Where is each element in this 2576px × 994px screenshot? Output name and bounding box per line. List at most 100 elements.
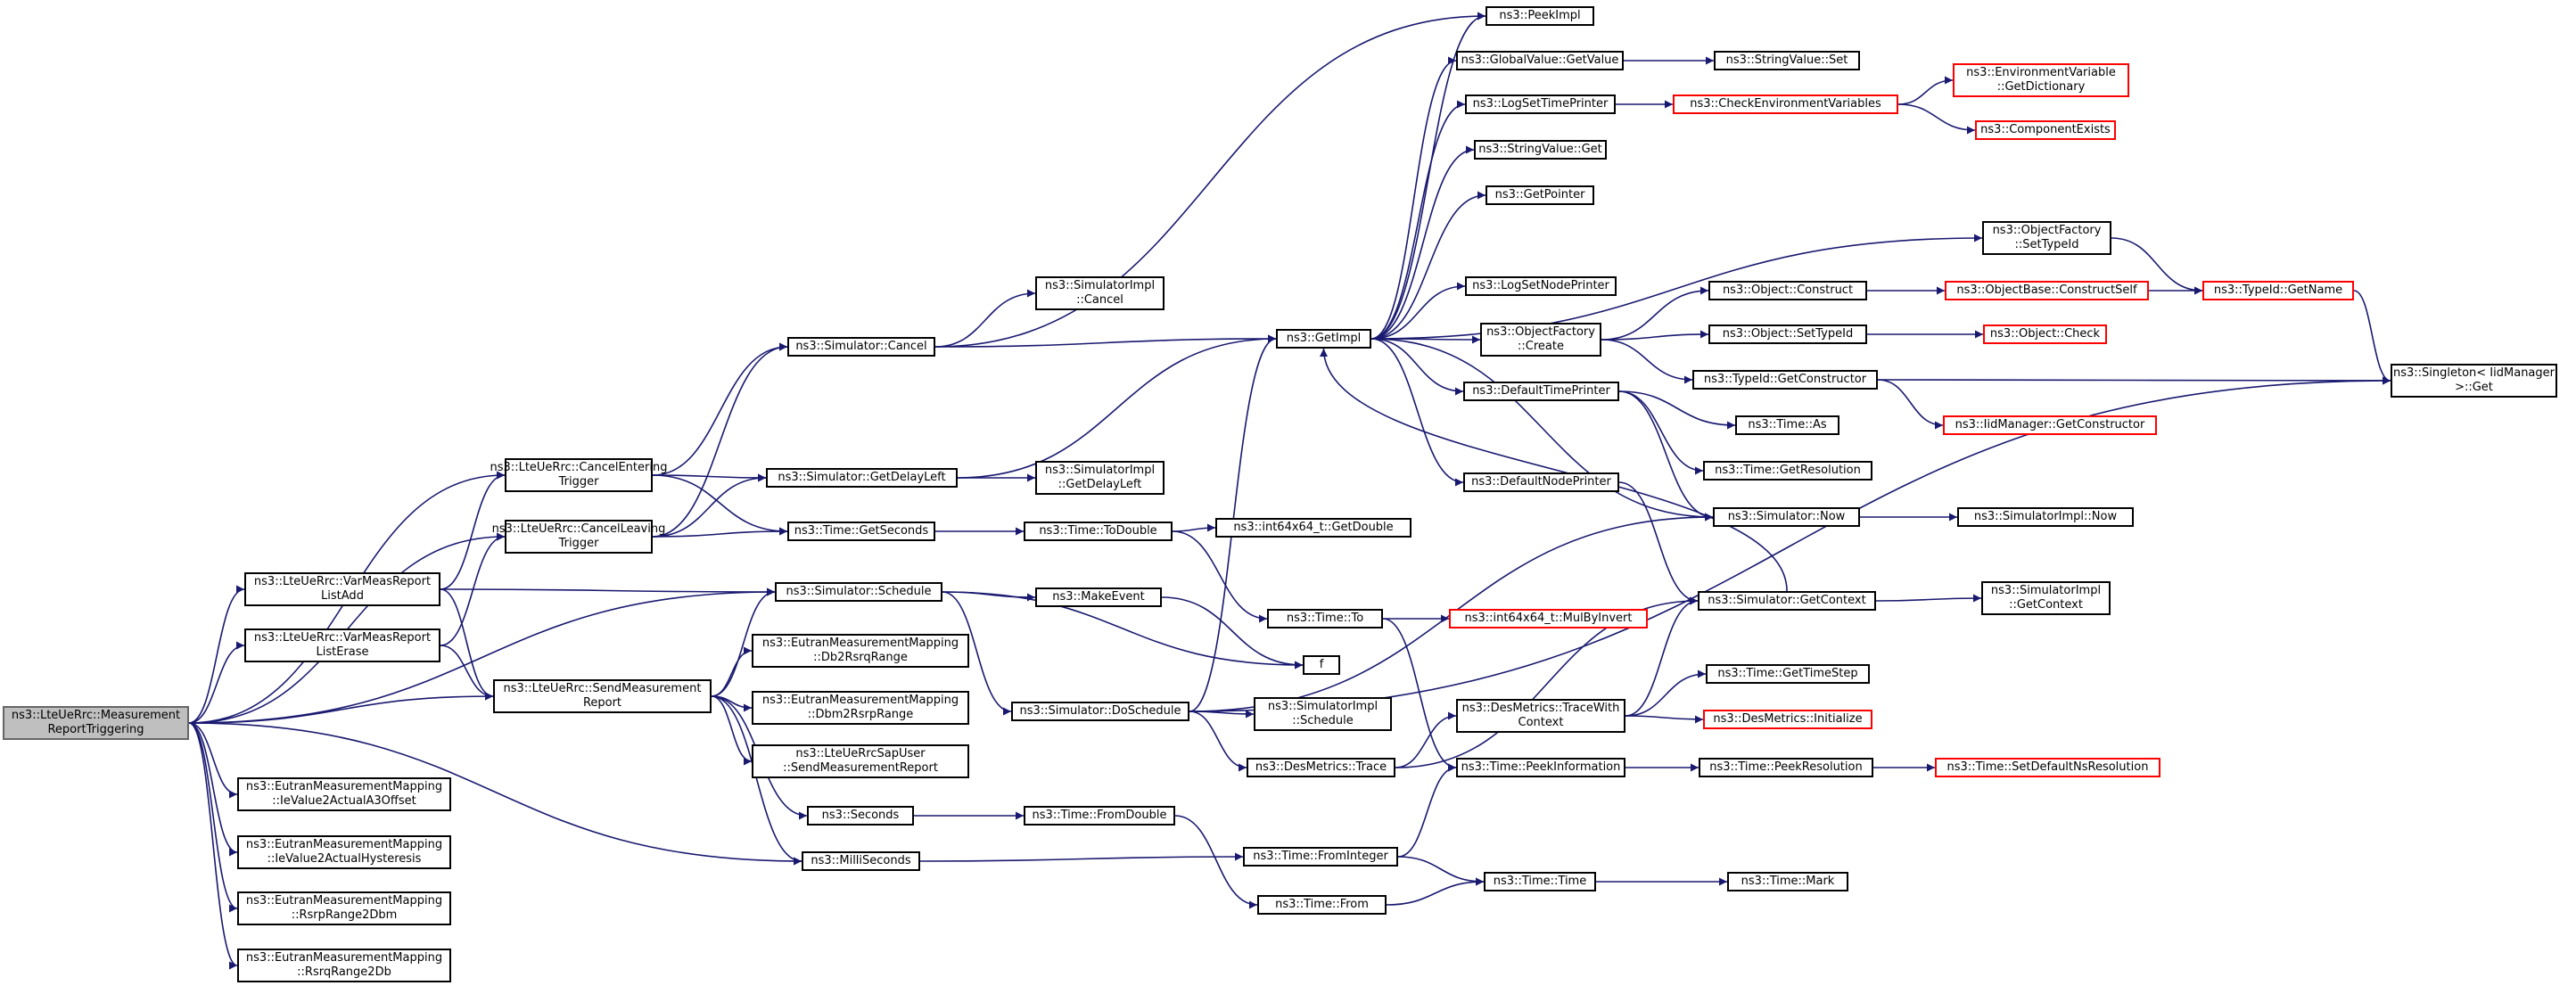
node-object-settypeid[interactable]: ns3::Object::SetTypeId bbox=[1708, 324, 1867, 344]
edge-getimpl-to-objectfactory-settypeid bbox=[1370, 234, 1983, 340]
node-time-frominteger[interactable]: ns3::Time::FromInteger bbox=[1243, 847, 1398, 867]
node-simimpl-now[interactable]: ns3::SimulatorImpl::Now bbox=[1957, 507, 2134, 527]
node-time-getseconds[interactable]: ns3::Time::GetSeconds bbox=[787, 522, 935, 541]
node-rsrp-range2dbm[interactable]: ns3::EutranMeasurementMapping::RsrpRange… bbox=[237, 891, 451, 925]
edge-cancel-leaving-to-sim-getdelayleft bbox=[652, 473, 767, 538]
node-db2rsrq[interactable]: ns3::EutranMeasurementMapping::Db2RsrqRa… bbox=[752, 634, 969, 668]
node-label-line: ns3::int64x64_t::GetDouble bbox=[1233, 521, 1394, 534]
node-time-from[interactable]: ns3::Time::From bbox=[1257, 895, 1387, 915]
node-sim-getdelayleft[interactable]: ns3::Simulator::GetDelayLeft bbox=[766, 468, 958, 488]
node-object-construct[interactable]: ns3::Object::Construct bbox=[1708, 281, 1867, 300]
node-simimpl-cancel[interactable]: ns3::SimulatorImpl::Cancel bbox=[1035, 276, 1165, 310]
node-dbm2rsrp[interactable]: ns3::EutranMeasurementMapping::Dbm2RsrpR… bbox=[752, 691, 969, 725]
node-time-setdefaultns[interactable]: ns3::Time::SetDefaultNsResolution bbox=[1935, 758, 2160, 777]
node-time-as[interactable]: ns3::Time::As bbox=[1735, 415, 1839, 435]
node-label-line: ns3::ObjectBase::ConstructSelf bbox=[1956, 283, 2137, 297]
edge-sim-cancel-to-peekimpl bbox=[934, 12, 1486, 348]
node-time-time[interactable]: ns3::Time::Time bbox=[1484, 872, 1596, 891]
edge-defaultnodeprinter-to-sim-getcontext bbox=[1618, 481, 1699, 605]
node-iidmanager-getconstructor[interactable]: ns3::IidManager::GetConstructor bbox=[1943, 415, 2157, 435]
edge-typeid-getname-to-singleton-get bbox=[2353, 290, 2391, 385]
node-globalvalue-getvalue[interactable]: ns3::GlobalValue::GetValue bbox=[1456, 51, 1624, 70]
node-label-line: f bbox=[1319, 658, 1324, 671]
node-label-line: ns3::Time::ToDouble bbox=[1039, 524, 1157, 538]
node-simimpl-getcontext[interactable]: ns3::SimulatorImpl::GetContext bbox=[1981, 581, 2111, 615]
node-label-line: ::GetContext bbox=[2009, 598, 2083, 612]
edge-time-todouble-to-int64-getdouble bbox=[1172, 523, 1216, 532]
node-sim-cancel[interactable]: ns3::Simulator::Cancel bbox=[787, 337, 935, 357]
node-singleton-get[interactable]: ns3::Singleton< IidManager>::Get bbox=[2391, 364, 2557, 398]
node-time-to[interactable]: ns3::Time::To bbox=[1267, 609, 1383, 628]
node-ie-a3offset[interactable]: ns3::EutranMeasurementMapping::IeValue2A… bbox=[237, 777, 451, 811]
node-makeevent[interactable]: ns3::MakeEvent bbox=[1035, 587, 1162, 607]
edge-getimpl-to-logsetnodeprinter bbox=[1370, 282, 1466, 340]
node-label-line: ns3::GetImpl bbox=[1286, 332, 1362, 345]
node-int64-getdouble[interactable]: ns3::int64x64_t::GetDouble bbox=[1215, 518, 1411, 538]
node-desmetrics-trace[interactable]: ns3::DesMetrics::Trace bbox=[1247, 758, 1395, 777]
node-stringvalue-get[interactable]: ns3::StringValue::Get bbox=[1474, 140, 1607, 160]
node-componentexists[interactable]: ns3::ComponentExists bbox=[1975, 120, 2116, 140]
node-rsrq-range2db[interactable]: ns3::EutranMeasurementMapping::RsrqRange… bbox=[237, 949, 451, 982]
node-f[interactable]: f bbox=[1303, 655, 1340, 675]
node-time-fromdouble[interactable]: ns3::Time::FromDouble bbox=[1024, 806, 1175, 826]
node-int64-mulbyinvert[interactable]: ns3::int64x64_t::MulByInvert bbox=[1449, 609, 1648, 628]
node-label-line: ns3::Time::GetResolution bbox=[1715, 464, 1861, 477]
node-typeid-getname[interactable]: ns3::TypeId::GetName bbox=[2202, 281, 2354, 300]
node-sim-now[interactable]: ns3::Simulator::Now bbox=[1713, 507, 1860, 527]
node-defaulttimeprinter[interactable]: ns3::DefaultTimePrinter bbox=[1463, 382, 1619, 401]
edge-root-to-rsrp-range2dbm bbox=[188, 722, 238, 913]
node-sap-send[interactable]: ns3::LteUeRrcSapUser::SendMeasurementRep… bbox=[752, 744, 969, 778]
node-label-line: ns3::EutranMeasurementMapping bbox=[245, 838, 443, 851]
node-label-line: ::Cancel bbox=[1076, 293, 1123, 307]
node-defaultnodeprinter[interactable]: ns3::DefaultNodePrinter bbox=[1463, 472, 1619, 492]
node-getpointer[interactable]: ns3::GetPointer bbox=[1486, 185, 1594, 205]
edge-time-frominteger-to-time-peekinformation bbox=[1397, 763, 1457, 858]
node-object-check[interactable]: ns3::Object::Check bbox=[1983, 324, 2107, 344]
node-label-line: Context bbox=[1518, 716, 1564, 729]
node-check-env-vars[interactable]: ns3::CheckEnvironmentVariables bbox=[1673, 94, 1898, 114]
node-simimpl-getdelayleft[interactable]: ns3::SimulatorImpl::GetDelayLeft bbox=[1035, 461, 1165, 495]
node-time-mark[interactable]: ns3::Time::Mark bbox=[1727, 872, 1848, 891]
node-objectbase-constructself[interactable]: ns3::ObjectBase::ConstructSelf bbox=[1945, 281, 2149, 300]
edge-getimpl-to-peekimpl bbox=[1370, 12, 1486, 340]
node-objectfactory-settypeid[interactable]: ns3::ObjectFactory::SetTypeId bbox=[1982, 221, 2111, 255]
node-label-line: ::RsrqRange2Db bbox=[297, 965, 391, 979]
node-time-peekresolution[interactable]: ns3::Time::PeekResolution bbox=[1699, 758, 1873, 777]
node-label-line: ns3::Time::PeekResolution bbox=[1709, 760, 1863, 774]
node-objectfactory-create[interactable]: ns3::ObjectFactory::Create bbox=[1480, 323, 1601, 357]
edge-time-from-to-time-time bbox=[1386, 877, 1485, 906]
node-label-line: ns3::EutranMeasurementMapping bbox=[761, 637, 959, 650]
node-time-todouble[interactable]: ns3::Time::ToDouble bbox=[1024, 522, 1173, 541]
node-typeid-getconstructor[interactable]: ns3::TypeId::GetConstructor bbox=[1692, 370, 1878, 390]
node-ie-hysteresis[interactable]: ns3::EutranMeasurementMapping::IeValue2A… bbox=[237, 835, 451, 869]
node-desmetrics-initialize[interactable]: ns3::DesMetrics::Initialize bbox=[1703, 710, 1872, 729]
node-label-line: ns3::GlobalValue::GetValue bbox=[1461, 53, 1619, 67]
node-time-gettimestep[interactable]: ns3::Time::GetTimeStep bbox=[1706, 664, 1870, 684]
edge-time-fromdouble-to-time-from bbox=[1174, 815, 1258, 909]
node-time-getresolution[interactable]: ns3::Time::GetResolution bbox=[1703, 461, 1872, 481]
node-sim-getcontext[interactable]: ns3::Simulator::GetContext bbox=[1698, 591, 1876, 611]
node-env-getdictionary[interactable]: ns3::EnvironmentVariable::GetDictionary bbox=[1953, 63, 2129, 97]
node-sim-doschedule[interactable]: ns3::Simulator::DoSchedule bbox=[1011, 702, 1189, 721]
node-label-line: ::GetDelayLeft bbox=[1058, 478, 1142, 491]
node-simimpl-schedule[interactable]: ns3::SimulatorImpl::Schedule bbox=[1254, 697, 1392, 731]
edge-desmetrics-trace-to-desmetrics-tracewith bbox=[1395, 711, 1457, 768]
node-time-peekinformation[interactable]: ns3::Time::PeekInformation bbox=[1456, 758, 1625, 777]
node-peekimpl[interactable]: ns3::PeekImpl bbox=[1486, 6, 1594, 26]
node-getimpl[interactable]: ns3::GetImpl bbox=[1276, 329, 1371, 349]
node-milliseconds[interactable]: ns3::MilliSeconds bbox=[802, 851, 920, 871]
node-logsetnodeprinter[interactable]: ns3::LogSetNodePrinter bbox=[1465, 276, 1617, 296]
node-sim-schedule[interactable]: ns3::Simulator::Schedule bbox=[775, 582, 942, 602]
edge-milliseconds-to-time-frominteger bbox=[919, 852, 1244, 862]
node-logsettimeprinter[interactable]: ns3::LogSetTimePrinter bbox=[1465, 94, 1616, 114]
node-seconds[interactable]: ns3::Seconds bbox=[807, 806, 914, 826]
node-label-line: ns3::EutranMeasurementMapping bbox=[245, 780, 443, 793]
node-stringvalue-set[interactable]: ns3::StringValue::Set bbox=[1714, 51, 1860, 70]
edge-check-env-vars-to-componentexists bbox=[1897, 103, 1976, 135]
